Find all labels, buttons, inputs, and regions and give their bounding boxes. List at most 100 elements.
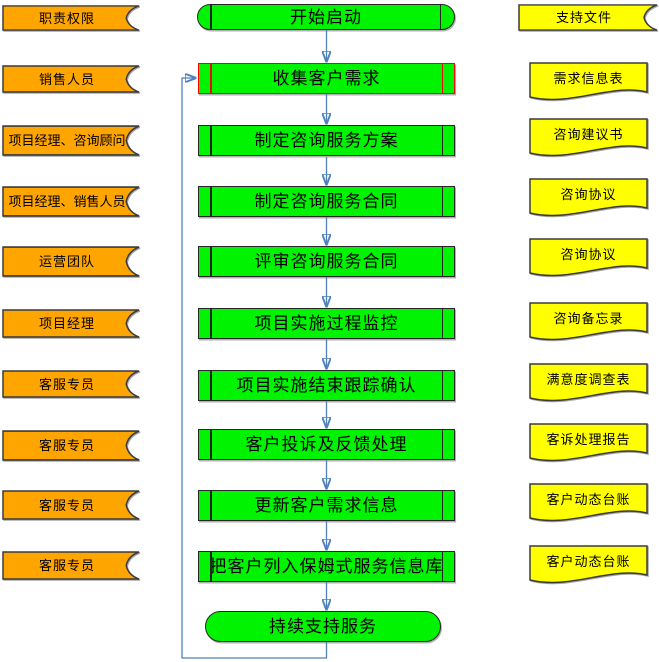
node-side-bar [210, 371, 212, 400]
document-shape: 咨询协议 [529, 238, 648, 280]
document-label: 满意度调查表 [546, 371, 631, 387]
document-shape: 咨询备忘录 [529, 302, 648, 344]
role-label: 运营团队 [38, 254, 95, 269]
document-label: 咨询协议 [560, 246, 617, 262]
banner-shape [2, 430, 140, 461]
role-banner: 客服专员 [2, 490, 140, 520]
process-step-label: 制定咨询服务方案 [254, 131, 399, 150]
document-label: 客诉处理报告 [546, 431, 631, 447]
process-step-label: 项目实施过程监控 [254, 314, 399, 333]
document-shape: 需求信息表 [529, 62, 648, 104]
banner-shape [2, 309, 140, 338]
banner-shape [2, 186, 140, 217]
banner-shape [2, 246, 140, 277]
node-side-bar [210, 430, 212, 459]
banner-shape [2, 370, 140, 398]
documents-header-banner: 支持文件 [518, 4, 658, 31]
role-label: 客服专员 [38, 558, 95, 573]
node-side-bar [210, 187, 212, 216]
node-side-bar [210, 491, 212, 520]
role-label: 项目经理、咨询顾问 [8, 133, 126, 148]
node-side-bar [210, 309, 212, 338]
node-side-bar [210, 126, 212, 155]
node-side-bar [441, 247, 443, 276]
document-wave-shape [529, 483, 648, 522]
node-side-bar [441, 187, 443, 216]
process-step-node: 把客户列入保姆式服务信息库 [198, 551, 455, 582]
banner-shape [2, 490, 140, 520]
node-side-bar [441, 430, 443, 459]
document-label: 咨询建议书 [553, 126, 624, 142]
document-wave-shape [529, 238, 648, 277]
role-label: 销售人员 [38, 71, 95, 87]
document-wave-shape [529, 62, 648, 101]
document-label: 客户动态台账 [546, 553, 631, 569]
node-side-bar [441, 371, 443, 400]
role-label: 客服专员 [38, 438, 95, 453]
node-side-bar [210, 5, 212, 29]
process-step-label: 把客户列入保姆式服务信息库 [209, 557, 444, 576]
process-start-label: 开始启动 [290, 7, 362, 27]
role-label: 项目经理、销售人员 [8, 194, 126, 209]
role-banner: 客服专员 [2, 551, 140, 580]
node-side-bar [441, 491, 443, 520]
node-side-bar [439, 5, 441, 29]
process-step-label: 收集客户需求 [272, 69, 381, 88]
process-step-node: 制定咨询服务方案 [198, 125, 455, 156]
banner-shape [2, 551, 140, 580]
document-shape: 客户动态台账 [529, 545, 648, 587]
process-step-node: 评审咨询服务合同 [198, 246, 455, 277]
role-banner: 客服专员 [2, 370, 140, 398]
process-end-node: 持续支持服务 [205, 611, 441, 642]
process-end-label: 持续支持服务 [269, 617, 377, 636]
process-step-label: 项目实施结束跟踪确认 [236, 376, 417, 395]
document-shape: 咨询建议书 [529, 118, 648, 160]
role-banner: 销售人员 [2, 65, 140, 93]
document-shape: 咨询协议 [529, 178, 648, 220]
document-shape: 客诉处理报告 [529, 423, 648, 465]
banner-shape [2, 5, 140, 31]
document-wave-shape [529, 363, 648, 402]
process-step-node-highlighted: 收集客户需求 [198, 63, 455, 94]
process-step-node: 项目实施结束跟踪确认 [198, 370, 455, 401]
process-step-label: 更新客户需求信息 [254, 496, 399, 515]
document-shape: 满意度调查表 [529, 363, 648, 405]
process-step-node: 制定咨询服务合同 [198, 186, 455, 217]
role-label: 客服专员 [38, 497, 95, 513]
document-label: 客户动态台账 [546, 491, 631, 507]
role-label: 项目经理 [38, 316, 95, 331]
node-side-bar [441, 552, 443, 581]
role-banner: 运营团队 [2, 246, 140, 277]
process-start-node: 开始启动 [197, 4, 455, 30]
role-banner: 项目经理、销售人员 [2, 186, 140, 217]
document-shape: 客户动态台账 [529, 483, 648, 525]
document-label: 咨询协议 [560, 186, 617, 202]
document-wave-shape [529, 545, 648, 584]
document-label: 需求信息表 [553, 70, 624, 86]
document-wave-shape [529, 178, 648, 217]
banner-shape [518, 4, 658, 31]
node-side-bar [441, 309, 443, 338]
process-step-node: 更新客户需求信息 [198, 490, 455, 521]
node-side-bar [441, 126, 443, 155]
document-wave-shape [529, 302, 648, 341]
documents-header-label: 支持文件 [555, 10, 612, 25]
node-side-bar [210, 64, 212, 93]
process-step-label: 制定咨询服务合同 [254, 192, 399, 211]
banner-shape [2, 65, 140, 93]
node-side-bar [441, 64, 443, 93]
role-banner: 客服专员 [2, 430, 140, 461]
role-banner: 项目经理 [2, 309, 140, 338]
banner-shape [2, 125, 140, 156]
document-label: 咨询备忘录 [553, 310, 624, 326]
roles-header-label: 职责权限 [38, 10, 95, 26]
document-wave-shape [529, 118, 648, 157]
process-step-label: 评审咨询服务合同 [254, 252, 399, 271]
node-side-bar [210, 552, 212, 581]
roles-header-banner: 职责权限 [2, 5, 140, 31]
role-label: 客服专员 [38, 376, 95, 392]
process-step-node: 客户投诉及反馈处理 [198, 429, 455, 460]
process-step-label: 客户投诉及反馈处理 [245, 435, 408, 454]
document-wave-shape [529, 423, 648, 462]
